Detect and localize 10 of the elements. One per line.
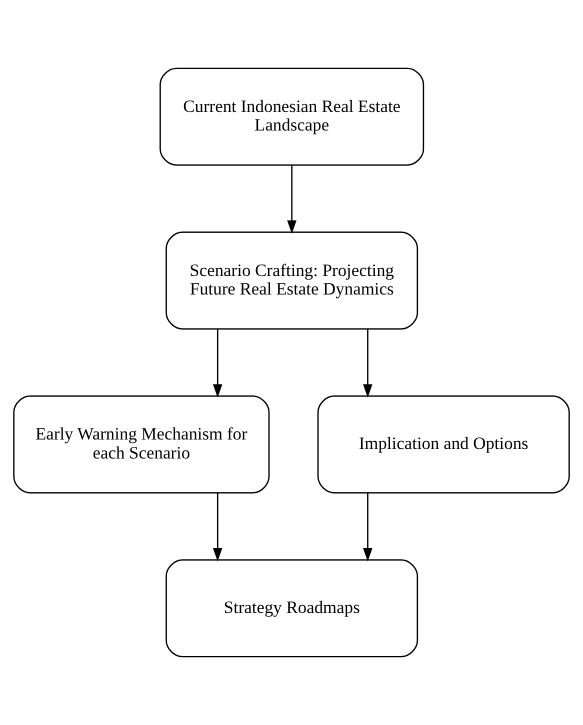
node-box: Current Indonesian Real Estate Landscape [160,68,424,166]
node-box: Early Warning Mechanism for each Scenario [13,395,270,494]
arrow [363,329,372,398]
arrow [287,165,297,234]
node-box: Implication and Options [317,395,570,494]
arrow [212,493,222,562]
node-box: Scenario Crafting: Projecting Future Real Estate Dynamics [166,232,418,330]
arrow [212,329,222,398]
arrow [363,493,372,562]
node-box: Strategy Roadmaps [166,559,418,658]
